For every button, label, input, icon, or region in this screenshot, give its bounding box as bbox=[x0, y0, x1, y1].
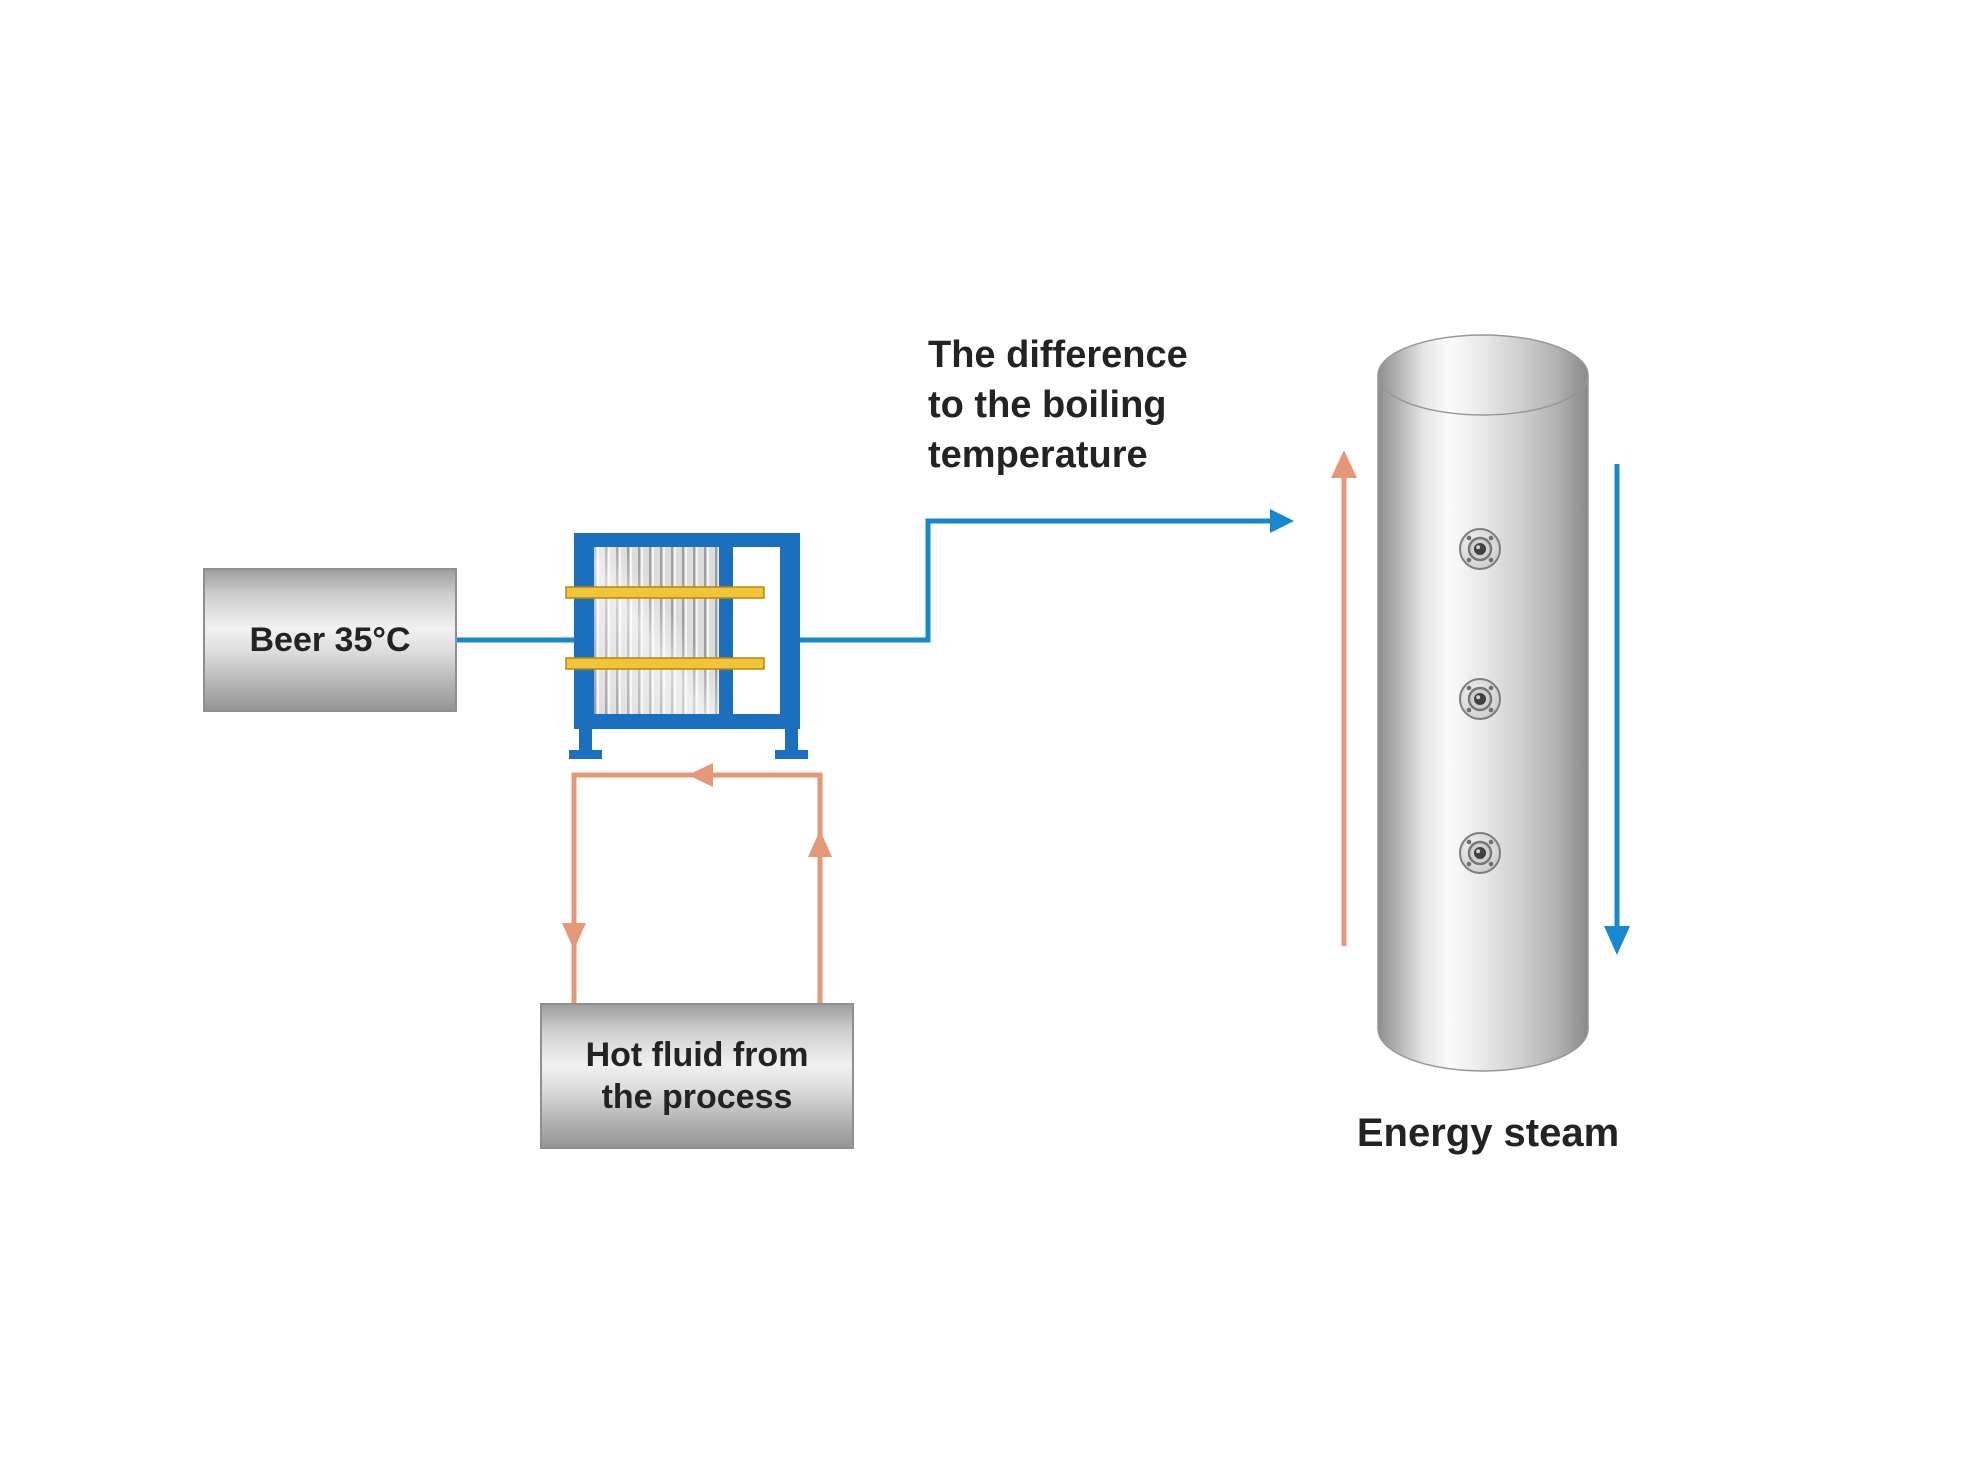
steam-tank bbox=[1377, 334, 1589, 1072]
cold-flow-lines bbox=[452, 509, 1294, 643]
frame-right-post bbox=[780, 533, 800, 723]
vapour-arrowhead-icon bbox=[1270, 509, 1294, 533]
hot-fluid-box: Hot fluid from the process bbox=[540, 1003, 854, 1149]
plate-pack-sheen bbox=[594, 546, 719, 716]
hot-loop-line bbox=[571, 772, 823, 1010]
vapour-line-to-tank bbox=[795, 518, 1272, 643]
difference-note: The difference to the boiling temperatur… bbox=[928, 334, 1188, 476]
tank-caption: Energy steam bbox=[1356, 1111, 1620, 1155]
tank-down-arrowhead-icon bbox=[1604, 926, 1630, 955]
right-leg bbox=[785, 729, 798, 750]
tank-top-cap bbox=[1377, 334, 1589, 416]
beer-box: Beer 35°C bbox=[203, 568, 457, 712]
tank-up-arrowhead-icon bbox=[1331, 450, 1357, 478]
frame-left-post bbox=[574, 533, 594, 723]
heat-exchanger bbox=[565, 533, 808, 759]
hot-loop-down-arrowhead-icon bbox=[562, 923, 586, 950]
left-leg bbox=[579, 729, 592, 750]
frame-top-bar bbox=[574, 533, 800, 547]
hot-loop-left-arrowhead-icon bbox=[688, 763, 713, 787]
right-foot bbox=[775, 750, 808, 759]
hot-loop-up-arrowhead-icon bbox=[808, 830, 832, 857]
carrying-bar-lower bbox=[565, 657, 765, 670]
frame-bottom-bar bbox=[574, 714, 800, 729]
hot-fluid-box-label: Hot fluid from the process bbox=[585, 1036, 809, 1116]
tank-flange-bottom bbox=[1458, 831, 1502, 875]
tank-arrows bbox=[1331, 450, 1630, 955]
left-foot bbox=[569, 750, 602, 759]
hot-fluid-loop bbox=[562, 763, 832, 1010]
tank-flange-top bbox=[1458, 527, 1502, 571]
beer-box-label: Beer 35°C bbox=[249, 620, 411, 659]
frame-pressure-plate bbox=[719, 543, 733, 719]
carrying-bar-upper bbox=[565, 586, 765, 599]
tank-flange-middle bbox=[1458, 677, 1502, 721]
